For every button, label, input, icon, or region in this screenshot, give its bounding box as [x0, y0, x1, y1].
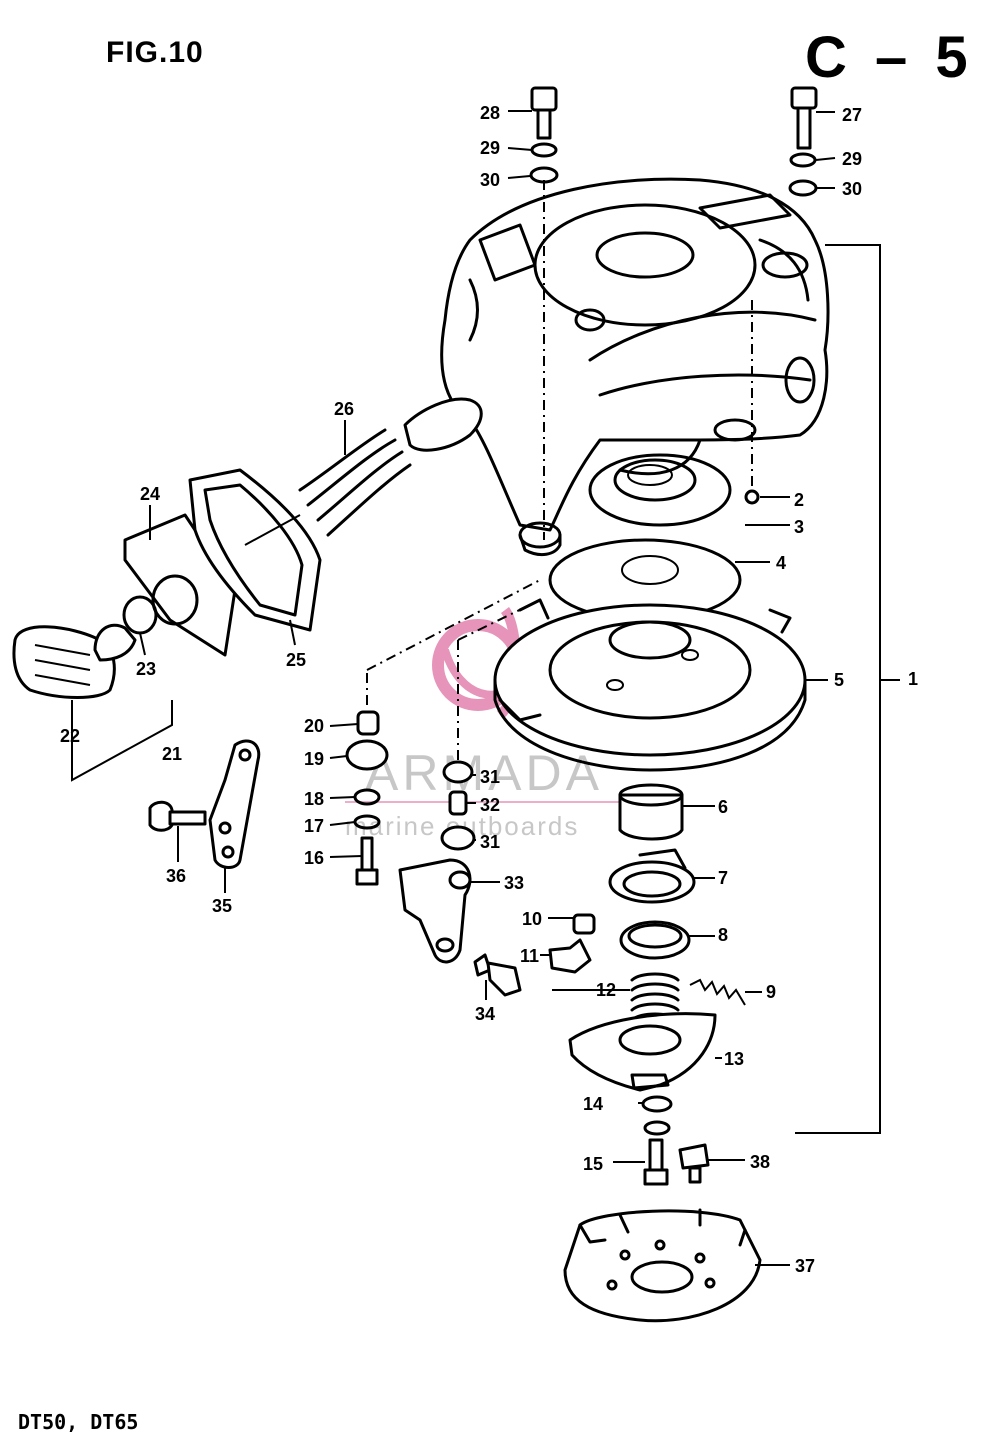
callout-37: 37 — [795, 1256, 815, 1276]
callout-18: 18 — [304, 789, 324, 809]
ratchet-guide — [608, 848, 696, 904]
bolt-15 — [643, 1138, 669, 1186]
starter-cover — [563, 1208, 762, 1323]
pawl-10 — [572, 913, 596, 935]
callout-35: 35 — [212, 896, 232, 916]
washer-29-right — [789, 152, 817, 168]
callout-16: 16 — [304, 848, 324, 868]
page-code: C – 5 — [805, 25, 974, 90]
callout-19: 19 — [304, 749, 324, 769]
callout-22: 22 — [60, 726, 80, 746]
guide-seal — [188, 468, 322, 632]
washer-14 — [641, 1095, 673, 1136]
collar — [618, 783, 684, 841]
callout-13: 13 — [724, 1049, 744, 1069]
lock-part-20 — [356, 710, 380, 736]
callout-7: 7 — [718, 868, 728, 888]
lock-lever-33 — [398, 858, 472, 964]
callout-3: 3 — [794, 517, 804, 537]
callout-30-right: 30 — [842, 179, 862, 199]
callout-15: 15 — [583, 1154, 603, 1174]
callout-12: 12 — [596, 980, 616, 1000]
callout-31-top: 31 — [480, 767, 500, 787]
callout-29-left: 29 — [480, 138, 500, 158]
starter-handle — [12, 623, 137, 699]
bolt-38 — [678, 1143, 710, 1184]
bolt-36 — [148, 800, 207, 832]
link-35 — [208, 739, 261, 869]
callout-34: 34 — [475, 1004, 495, 1024]
callout-33: 33 — [504, 873, 524, 893]
callout-21: 21 — [162, 744, 182, 764]
callout-32: 32 — [480, 795, 500, 815]
callout-8: 8 — [718, 925, 728, 945]
callout-25: 25 — [286, 650, 306, 670]
bolt-34 — [473, 953, 522, 997]
ratchet-plate — [568, 1012, 717, 1092]
bolt-2 — [744, 489, 760, 505]
leader-lines — [71, 110, 900, 1266]
washer-30-right — [788, 179, 818, 197]
callout-10: 10 — [522, 909, 542, 929]
figure-label: FIG.10 — [106, 36, 204, 69]
callout-27: 27 — [842, 105, 862, 125]
callout-29-right: 29 — [842, 149, 862, 169]
callout-17: 17 — [304, 816, 324, 836]
return-spring — [689, 978, 746, 1006]
bolt-28 — [530, 86, 558, 140]
spiral-spring — [588, 453, 732, 527]
pawl-11 — [548, 938, 592, 974]
callout-6: 6 — [718, 797, 728, 817]
callout-28: 28 — [480, 103, 500, 123]
callout-24: 24 — [140, 484, 160, 504]
callout-labels: 1 2 3 4 5 6 7 8 9 10 11 12 13 14 15 16 1… — [60, 103, 918, 1276]
callout-31-bottom: 31 — [480, 832, 500, 852]
bolt-27 — [790, 86, 818, 150]
bushing-31-top — [442, 760, 474, 784]
washer-29-left — [530, 142, 558, 158]
bushing-31-bottom — [440, 825, 476, 851]
callout-9: 9 — [766, 982, 776, 1002]
lock-part-19 — [345, 739, 389, 771]
bolt-16 — [355, 836, 379, 886]
friction-plate — [619, 920, 691, 960]
ratchet-spring — [630, 972, 680, 1022]
pin-32 — [448, 790, 468, 816]
callout-26: 26 — [334, 399, 354, 419]
callout-2: 2 — [794, 490, 804, 510]
callout-5: 5 — [834, 670, 844, 690]
callout-38: 38 — [750, 1152, 770, 1172]
rope-spring — [244, 397, 483, 546]
callout-14: 14 — [583, 1094, 603, 1114]
handle-insert — [122, 595, 158, 635]
callout-11: 11 — [520, 946, 539, 966]
callout-23: 23 — [136, 659, 156, 679]
callout-4: 4 — [776, 553, 786, 573]
model-label: DT50, DT65 — [18, 1410, 139, 1434]
callout-30-left: 30 — [480, 170, 500, 190]
callout-1: 1 — [908, 669, 918, 689]
callout-20: 20 — [304, 716, 324, 736]
washer-30-left — [529, 166, 559, 184]
callout-36: 36 — [166, 866, 186, 886]
starter-housing — [440, 177, 830, 557]
